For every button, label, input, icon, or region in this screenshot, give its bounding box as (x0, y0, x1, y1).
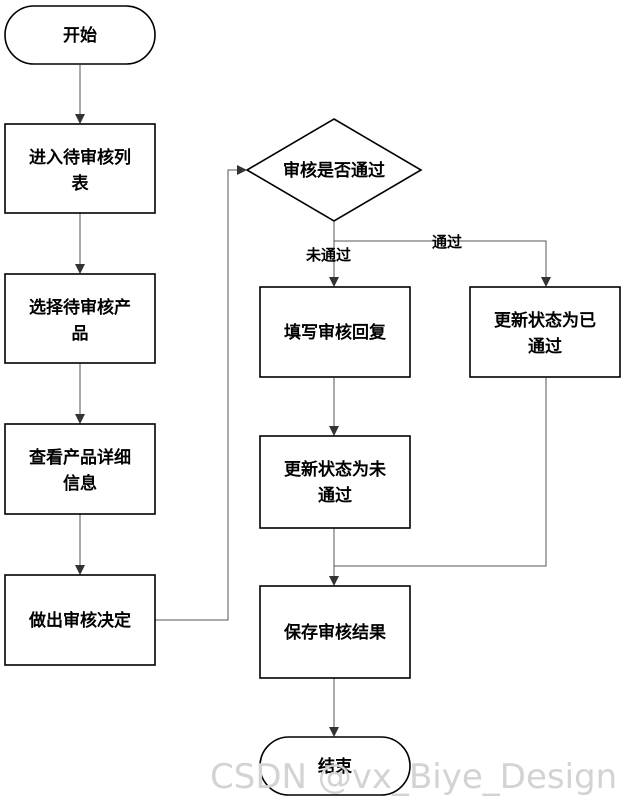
connectors (75, 65, 551, 737)
update-passed-label-line1: 更新状态为已 (494, 310, 596, 331)
end-node (259, 736, 411, 796)
end-label: 结束 (318, 756, 352, 777)
update-passed-box (469, 286, 621, 378)
view-detail-label-line2: 信息 (63, 473, 97, 494)
view-detail-box (4, 423, 156, 515)
nodes (4, 5, 621, 796)
view-detail-label-line1: 查看产品详细 (28, 447, 131, 468)
enter-list-label-line2: 表 (72, 173, 90, 194)
edge-label-passed: 通过 (432, 233, 462, 251)
enter-list-box (4, 123, 156, 214)
select-product-label-line1: 选择待审核产 (29, 297, 131, 318)
decision-label: 审核是否通过 (283, 160, 385, 181)
decision-diamond (245, 118, 423, 222)
fill-reply-label: 填写审核回复 (284, 322, 387, 343)
line-passed-to-merge (334, 378, 547, 567)
select-product-label-line2: 品 (72, 324, 89, 344)
update-not-passed-label-line2: 通过 (318, 486, 352, 506)
update-passed-label-line2: 通过 (528, 337, 562, 357)
update-not-passed-label-line1: 更新状态为未 (284, 459, 386, 480)
start-label: 开始 (63, 25, 97, 46)
fill-reply-box (259, 286, 411, 378)
edge-labels: 未通过 通过 (305, 233, 462, 264)
enter-list-label-line1: 进入待审核列 (29, 147, 131, 168)
node-labels: 开始 进入待审核列 表 选择待审核产 品 查看产品详细 信息 做出审核决定 审核… (28, 25, 596, 777)
make-decision-box (4, 574, 156, 666)
arrow-decision-yes (334, 240, 551, 287)
select-product-box (4, 273, 156, 364)
save-result-label: 保存审核结果 (283, 622, 386, 643)
make-decision-label: 做出审核决定 (28, 610, 131, 631)
update-not-passed-box (259, 435, 411, 529)
watermark-text: CSDN @vx_Biye_Design (210, 757, 617, 797)
edge-label-not-passed: 未通过 (305, 246, 351, 264)
save-result-box (259, 585, 411, 679)
start-node (4, 5, 156, 65)
arrow-decide-to-decision (155, 165, 247, 621)
